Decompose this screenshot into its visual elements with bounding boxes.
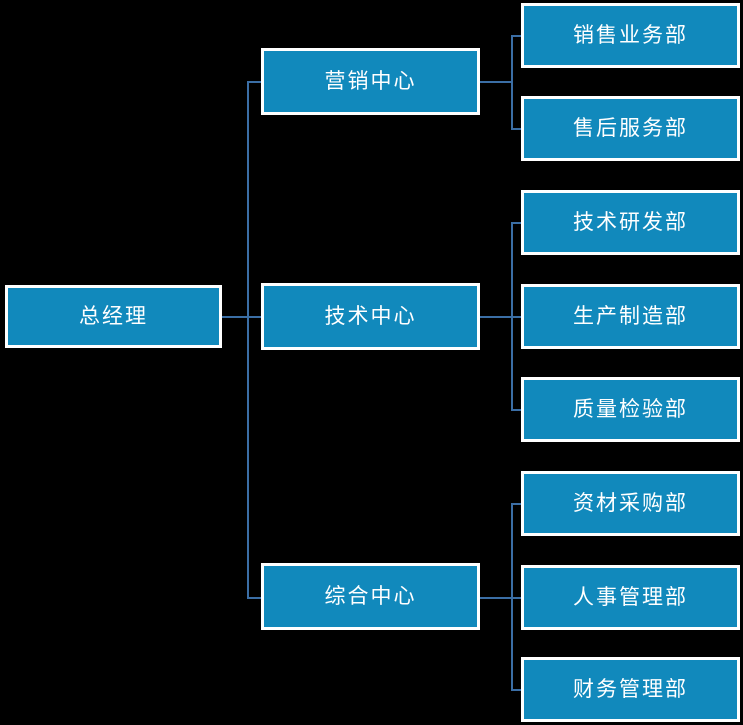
node-dept-1-2-label: 售后服务部 (573, 116, 688, 140)
node-dept-1-1-label: 销售业务部 (573, 23, 688, 47)
node-department-quality-inspection[interactable]: 质量检验部 (521, 377, 740, 442)
node-dept-2-2-label: 生产制造部 (573, 304, 688, 328)
node-department-after-sales-service[interactable]: 售后服务部 (521, 96, 740, 161)
connector-trunk-vertical (247, 81, 249, 598)
node-root-general-manager[interactable]: 总经理 (5, 285, 222, 348)
node-division-general-affairs-center[interactable]: 综合中心 (261, 563, 480, 630)
connector-root-to-trunk (222, 316, 262, 318)
node-dept-2-1-label: 技术研发部 (573, 210, 688, 234)
node-department-sales[interactable]: 销售业务部 (521, 3, 740, 68)
connector-to-dept-3-1 (511, 503, 523, 505)
connector-division-3-stub (480, 597, 512, 599)
connector-division-1-stub (480, 81, 512, 83)
node-department-human-resources[interactable]: 人事管理部 (521, 565, 740, 630)
connector-trunk-to-division-3 (247, 597, 262, 599)
connector-to-dept-1-1 (511, 35, 523, 37)
node-department-research-development[interactable]: 技术研发部 (521, 190, 740, 255)
node-division-marketing-center[interactable]: 营销中心 (261, 48, 480, 115)
node-dept-3-2-label: 人事管理部 (573, 585, 688, 609)
node-department-finance[interactable]: 财务管理部 (521, 657, 740, 722)
node-division-1-label: 营销中心 (324, 69, 417, 93)
node-dept-3-1-label: 资材采购部 (573, 491, 688, 515)
node-department-materials-procurement[interactable]: 资材采购部 (521, 471, 740, 536)
node-dept-3-3-label: 财务管理部 (573, 677, 688, 701)
node-root-label: 总经理 (79, 304, 148, 328)
connector-to-dept-1-2 (511, 128, 523, 130)
connector-to-dept-3-2 (511, 597, 523, 599)
connector-division-2-stub (480, 316, 512, 318)
connector-to-dept-2-1 (511, 222, 523, 224)
connector-to-dept-3-3 (511, 689, 523, 691)
connector-division-3-vertical (511, 503, 513, 690)
connector-division-1-vertical (511, 35, 513, 130)
connector-trunk-to-division-1 (247, 81, 262, 83)
connector-to-dept-2-2 (511, 316, 523, 318)
node-dept-2-3-label: 质量检验部 (573, 397, 688, 421)
node-division-technology-center[interactable]: 技术中心 (261, 283, 480, 350)
node-division-3-label: 综合中心 (324, 584, 417, 608)
node-division-2-label: 技术中心 (324, 304, 417, 328)
connector-to-dept-2-3 (511, 409, 523, 411)
node-department-manufacturing[interactable]: 生产制造部 (521, 284, 740, 349)
